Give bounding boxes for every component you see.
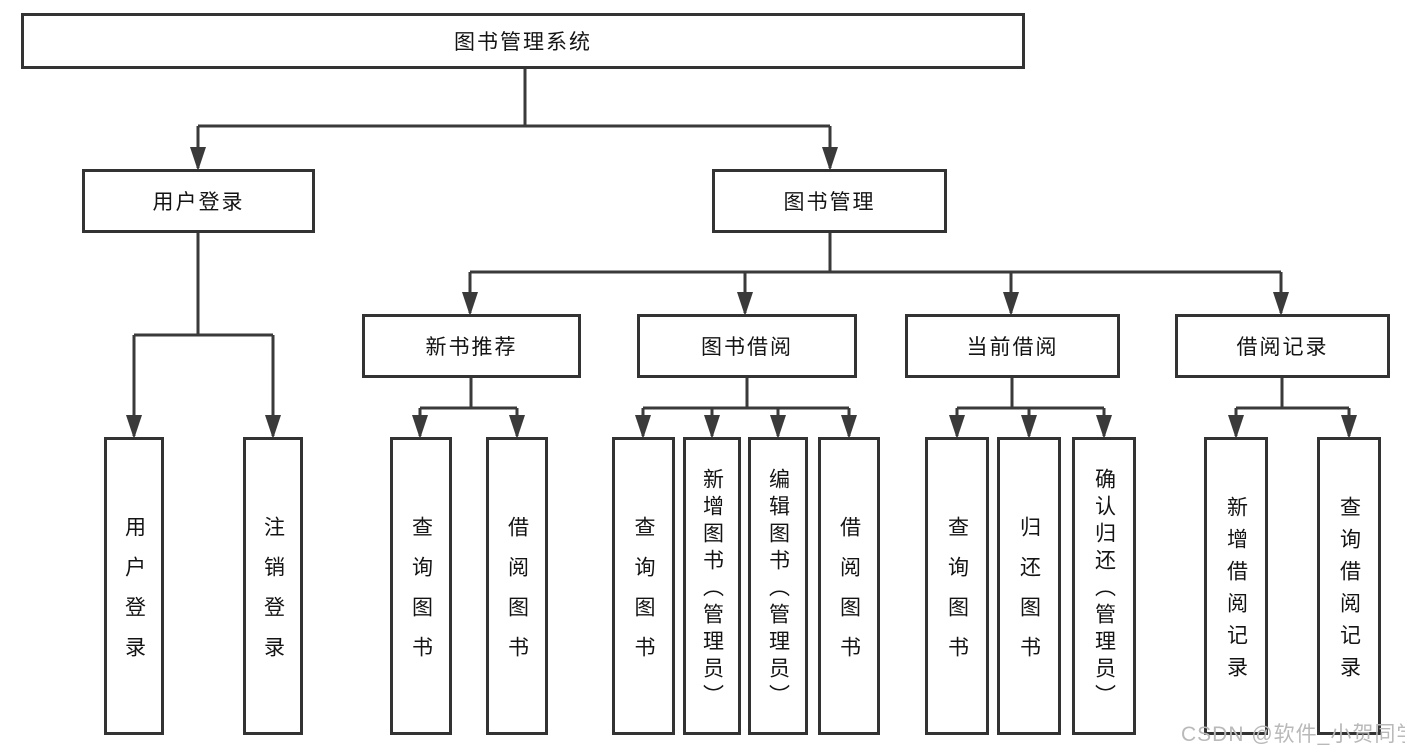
node-book-management-label: 图书管理 [783, 191, 876, 214]
arrowhead [190, 147, 206, 171]
arrowhead [509, 415, 525, 439]
node-current-borrowing-label: 当前借阅 [966, 336, 1059, 359]
arrowhead [949, 415, 965, 439]
arrowhead [265, 415, 281, 439]
arrowhead [1096, 415, 1112, 439]
node-root-label: 图书管理系统 [454, 31, 592, 54]
arrowhead [462, 292, 478, 316]
connector-user-login-children [132, 233, 275, 436]
arrowhead [1273, 292, 1289, 316]
node-book-borrowing: 图书借阅 [637, 314, 857, 378]
node-borrowing-records-label: 借阅记录 [1236, 336, 1329, 359]
arrowhead [737, 292, 753, 316]
arrowhead [126, 415, 142, 439]
leaf-borrow-books-borrowing: 借阅图书 [818, 437, 880, 735]
leaf-logout: 注销登录 [243, 437, 303, 735]
node-borrowing-records: 借阅记录 [1175, 314, 1390, 378]
leaf-borrow-books-recommend: 借阅图书 [486, 437, 548, 735]
leaf-query-books-current: 查询图书 [925, 437, 989, 735]
arrowhead [1021, 415, 1037, 439]
csdn-watermark: CSDN @软件_小贺同学 [1181, 723, 1405, 746]
node-new-book-recommend-label: 新书推荐 [425, 336, 518, 359]
leaf-add-borrow-record: 新增借阅记录 [1204, 437, 1268, 735]
arrowhead [770, 415, 786, 439]
leaf-add-book-admin: 新增图书（管理员） [683, 437, 741, 735]
connector-book-management-children [468, 233, 1283, 313]
connector-new-book-recommend-children [418, 378, 519, 436]
arrowhead [635, 415, 651, 439]
node-book-borrowing-label: 图书借阅 [701, 336, 793, 359]
leaf-query-books-borrowing: 查询图书 [612, 437, 675, 735]
arrowhead [412, 415, 428, 439]
node-root: 图书管理系统 [21, 13, 1025, 69]
leaf-edit-book-admin: 编辑图书（管理员） [748, 437, 808, 735]
node-current-borrowing: 当前借阅 [905, 314, 1120, 378]
leaf-query-borrow-record: 查询借阅记录 [1317, 437, 1381, 735]
leaf-return-books: 归还图书 [997, 437, 1061, 735]
arrowhead [841, 415, 857, 439]
arrowhead [822, 147, 838, 171]
leaf-user-login: 用户登录 [104, 437, 164, 735]
arrowhead [1228, 415, 1244, 439]
node-user-login: 用户登录 [82, 169, 315, 233]
leaf-confirm-return-admin: 确认归还（管理员） [1072, 437, 1136, 735]
node-book-management: 图书管理 [712, 169, 947, 233]
node-user-login-label: 用户登录 [152, 191, 245, 214]
arrowhead [1341, 415, 1357, 439]
connector-root-to-level2 [196, 69, 832, 168]
arrowhead [1003, 292, 1019, 316]
leaf-query-books-recommend: 查询图书 [390, 437, 452, 735]
arrowhead [704, 415, 720, 439]
node-new-book-recommend: 新书推荐 [362, 314, 581, 378]
connector-book-borrowing-children [641, 378, 851, 436]
connector-borrowing-records-children [1234, 378, 1351, 436]
